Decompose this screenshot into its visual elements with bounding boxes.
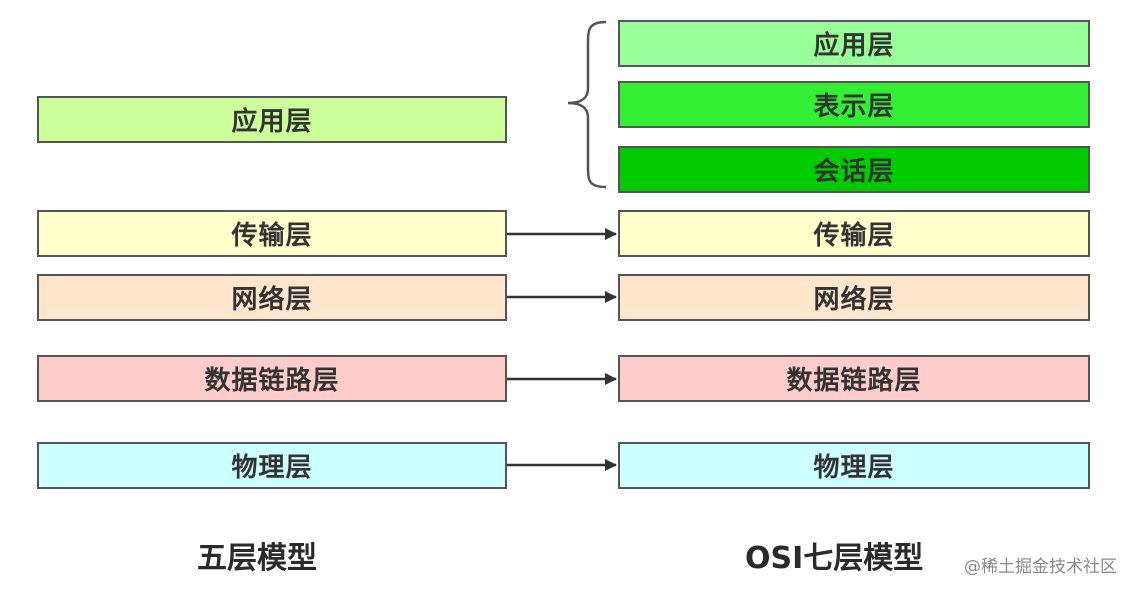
five-layer-network: 网络层 xyxy=(37,274,507,321)
layer-label: 物理层 xyxy=(231,453,313,483)
osi-physical: 物理层 xyxy=(618,442,1090,489)
layer-label: 会话层 xyxy=(813,157,895,187)
curly-brace xyxy=(567,20,607,189)
five-layer-transport: 传输层 xyxy=(37,210,507,257)
osi-presentation: 表示层 xyxy=(618,81,1090,128)
osi-session: 会话层 xyxy=(618,146,1090,193)
layer-label: 网络层 xyxy=(231,285,313,315)
five-layer-caption: 五层模型 xyxy=(197,541,317,576)
layer-label: 传输层 xyxy=(813,221,895,251)
layer-label: 传输层 xyxy=(231,221,313,251)
layer-label: 网络层 xyxy=(813,285,895,315)
osi-application: 应用层 xyxy=(618,20,1090,67)
layer-label: 数据链路层 xyxy=(786,366,922,396)
five-layer-physical: 物理层 xyxy=(37,442,507,489)
layer-label: 物理层 xyxy=(813,453,895,483)
osi-transport: 传输层 xyxy=(618,210,1090,257)
osi-caption: OSI七层模型 xyxy=(745,541,924,576)
layer-label: 表示层 xyxy=(813,92,895,122)
layer-label: 应用层 xyxy=(231,107,313,137)
five-layer-datalink: 数据链路层 xyxy=(37,355,507,402)
osi-datalink: 数据链路层 xyxy=(618,355,1090,402)
layer-label: 应用层 xyxy=(813,31,895,61)
layer-label: 数据链路层 xyxy=(204,366,340,396)
osi-network: 网络层 xyxy=(618,274,1090,321)
watermark: @稀土掘金技术社区 xyxy=(964,557,1117,577)
five-layer-application: 应用层 xyxy=(37,96,507,143)
